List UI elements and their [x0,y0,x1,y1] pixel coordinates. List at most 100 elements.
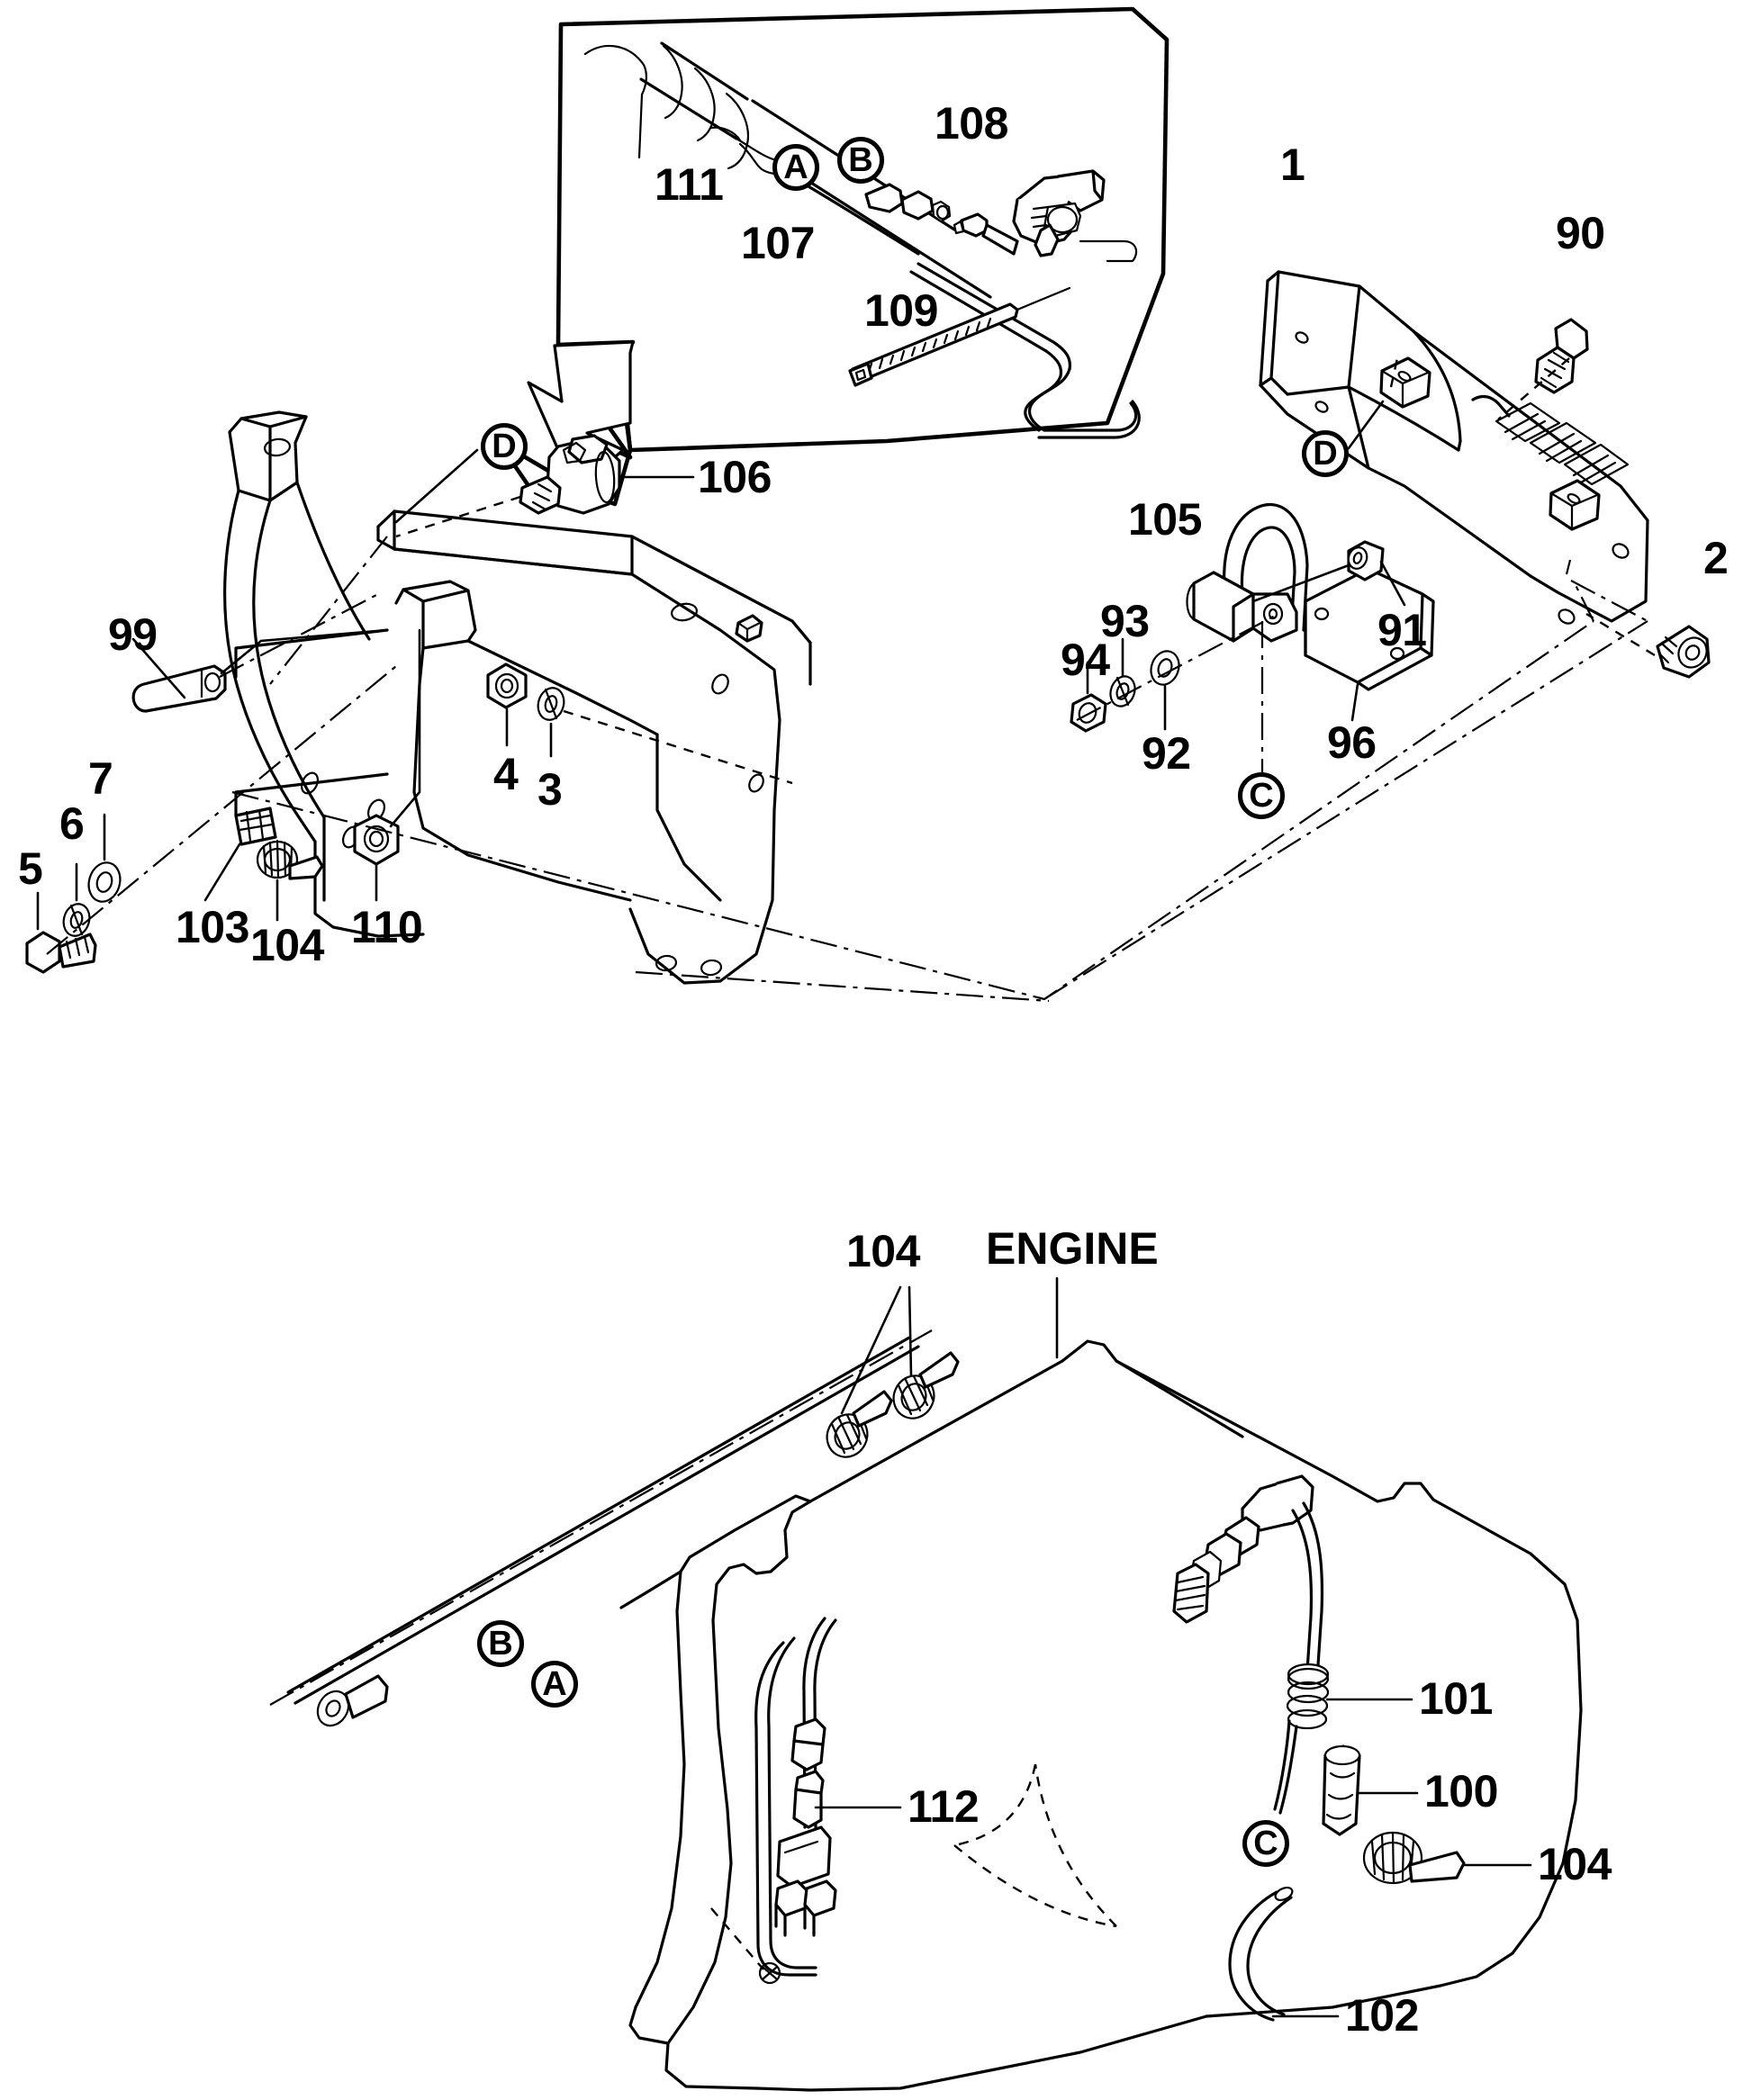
part-104-clamp-engine-a [826,1390,893,1458]
leader-D-right-dash [1389,357,1399,388]
callout-102: 102 [1345,1990,1419,2041]
leader-106-dash [395,495,521,538]
centerline-D-left [269,536,388,685]
ref-circle-B-inset: B [837,137,884,184]
leader-99-to-bracket [220,628,389,675]
part-1-side-cover [1259,270,1649,625]
callout-106: 106 [698,452,772,502]
callout-103: 103 [176,902,249,952]
part-110-nut [353,814,400,866]
leader-103 [203,843,241,902]
part-103-grommet [234,807,277,846]
callout-90: 90 [1556,208,1605,258]
callout-108: 108 [935,98,1008,149]
centerline-567 [46,665,397,955]
callout-104: 104 [250,920,324,970]
callout-100: 100 [1424,1766,1498,1816]
leader-110-up [389,628,421,828]
part-91-collar [1347,540,1385,581]
ref-circle-C-engine: C [1242,1820,1289,1867]
assembly-reference-line-6 [635,970,1050,1003]
part-104-clamp-right [1362,1831,1466,1885]
centerline-99 [219,593,379,678]
part-104-clamp-engine-b [892,1351,960,1420]
callout-99: 99 [108,609,158,660]
engine-body-outline [619,1339,1583,2092]
leader-91-left [1251,563,1350,603]
callout-2: 2 [1703,533,1729,583]
main-bracket-left [223,410,812,985]
part-99-pin [131,664,227,713]
part-3-washer [537,687,565,721]
leader-2-dash [1585,612,1656,657]
ref-circle-C-upper: C [1238,772,1285,819]
leader-104-engine-a [840,1285,902,1415]
ref-circle-A-engine: A [531,1661,578,1708]
callout-101: 101 [1419,1673,1493,1724]
part-6-lock-washer [62,903,91,937]
part-100-sleeve [1322,1744,1361,1836]
part-7-washer [87,861,122,903]
callout-94: 94 [1061,635,1110,685]
callout-96: 96 [1327,717,1377,768]
part-111-spiral-wrap [583,41,799,180]
axis-94-105 [1076,613,1279,721]
part-90-screw [1534,318,1589,394]
callout-91: 91 [1377,605,1427,655]
leader-99 [131,637,186,699]
centerline-3-dash [563,709,793,785]
callout-107: 107 [741,218,815,268]
leader-104-engine-b [908,1285,913,1377]
part-107-bullet-connector [864,183,952,223]
part-105-bracket-loop [1186,503,1309,774]
callout-93: 93 [1100,596,1150,646]
99-bracket-ref [234,628,389,679]
engine-harness-upper [269,1329,933,1706]
callout-5: 5 [18,843,43,894]
ref-circle-B-engine: B [477,1620,524,1667]
callout-104-engine-right: 104 [1538,1839,1612,1889]
callout-110: 110 [351,902,423,952]
callout-112: 112 [908,1781,980,1832]
part-112-harness [754,1617,837,1977]
callout-1: 1 [1280,140,1305,190]
leader-96 [1350,682,1359,722]
part-5-bolt [25,931,97,974]
callout-105: 105 [1128,494,1202,545]
callout-104-engine-top: 104 [846,1226,920,1276]
callout-4: 4 [493,749,519,799]
part-109-cable-tie [848,286,1071,387]
leader-D-left [394,448,479,524]
vent-slots [1495,401,1630,486]
leader-91 [1379,560,1406,607]
leader-90-dash [1497,357,1570,420]
ref-circle-A-inset: A [772,144,819,191]
ref-circle-D-left: D [481,423,528,470]
part-2-screw [1656,625,1711,679]
callout-92: 92 [1142,728,1191,779]
part-4-nut [486,662,528,709]
assembly-reference-line-2 [1575,584,1594,622]
spark-plug-cap [1012,169,1138,263]
engine-label: ENGINE [986,1223,1159,1274]
callout-111: 111 [655,159,724,210]
callout-109: 109 [864,285,938,336]
assembly-reference-line-3 [1565,559,1572,575]
part-108-cable [909,262,1141,439]
part-102-hose [1228,1886,1294,2022]
callout-6: 6 [59,798,85,849]
part-104-clamp-left [256,839,324,880]
part-93-lock-washer [1109,675,1136,708]
ref-circle-D-right: D [1302,430,1349,477]
part-106-clip-nut [519,434,621,515]
callout-3: 3 [537,764,563,815]
part-101-spring [1273,1663,1330,1815]
assembly-reference-line-5 [1570,580,1648,622]
harness-eyelet [316,1674,389,1727]
assembly-reference-line-4 [1043,620,1648,1000]
connector-lower [953,212,1019,256]
spark-plug-assembly [1172,1474,1324,1672]
callout-7: 7 [88,753,113,804]
